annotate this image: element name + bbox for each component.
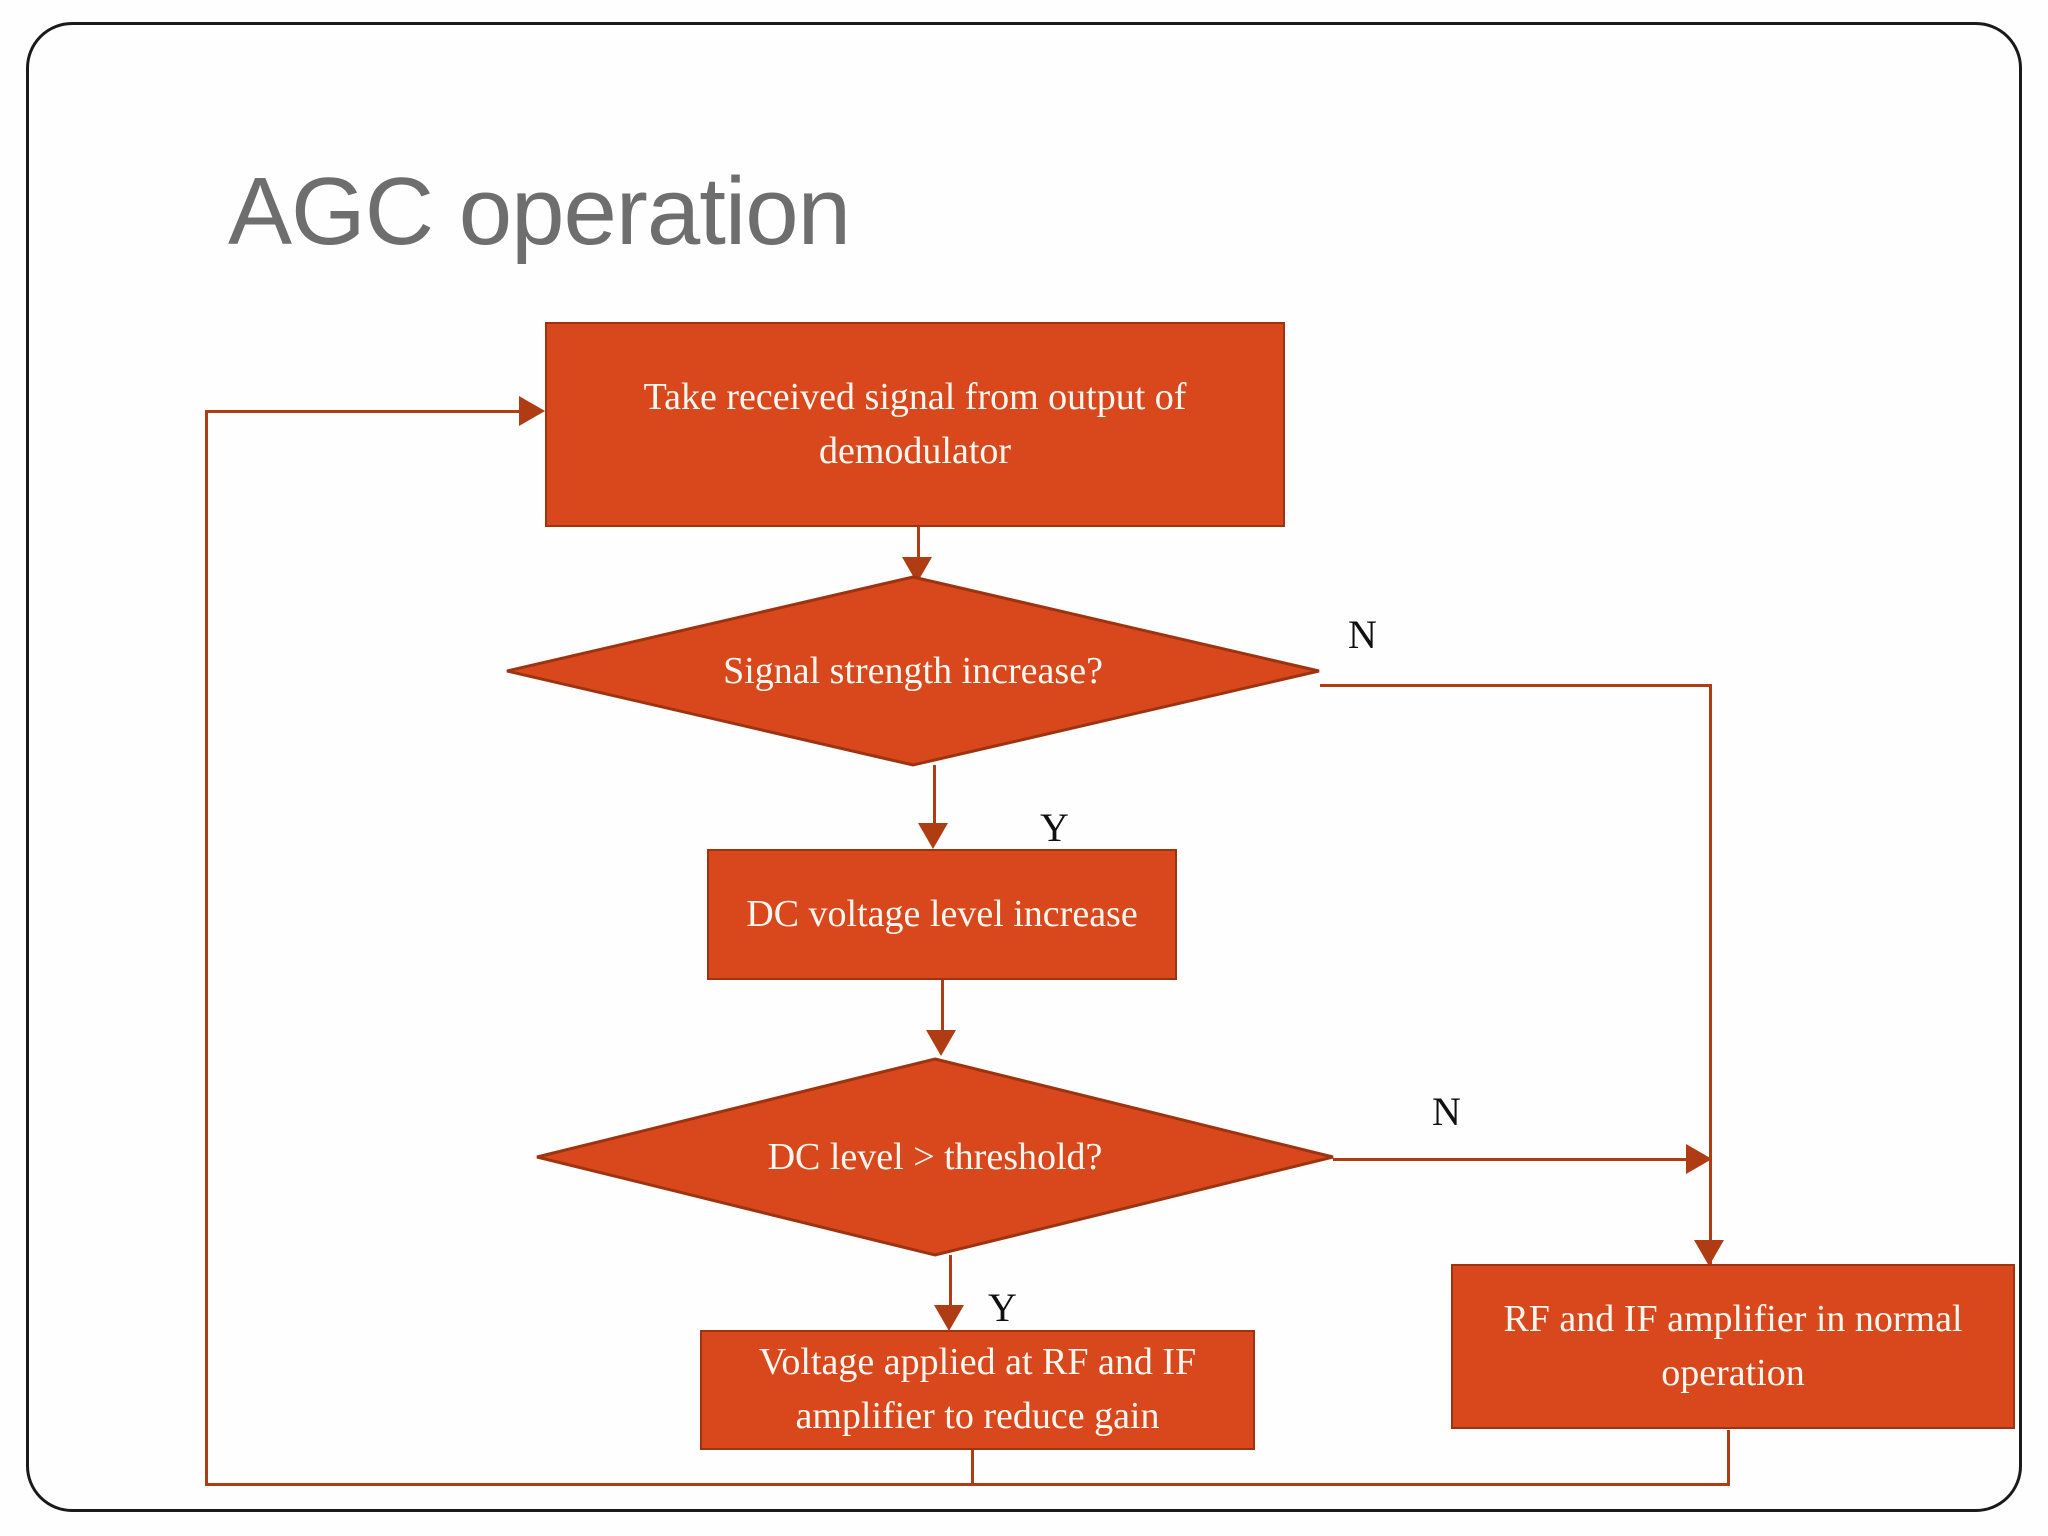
arrow-into-node5 [934,1305,964,1331]
branch-label-n4-yes: Y [988,1285,1017,1330]
diamond-shape-signal-strength [506,575,1320,767]
arrow-into-node4 [926,1030,956,1056]
connector-n2-n3 [933,765,936,831]
flow-decision-signal-strength-increase[interactable]: Signal strength increase? [505,575,1321,767]
connector-n6-to-bottom-rail [1727,1430,1730,1485]
connector-feedback-top-horizontal [205,410,523,413]
diamond-shape-dc-threshold [536,1057,1334,1257]
connector-right-rail-vertical [1709,684,1712,1264]
flow-node-take-received-signal[interactable]: Take received signal from output of demo… [545,322,1285,527]
arrow-into-node3 [918,823,948,849]
connector-n2-no-horizontal [1320,684,1712,687]
flow-node-rf-if-normal-operation[interactable]: RF and IF amplifier in normal operation [1451,1264,2015,1429]
flow-decision-dc-level-threshold[interactable]: DC level > threshold? [535,1057,1335,1257]
branch-label-n2-no: N [1348,612,1377,657]
connector-n4-n5 [949,1255,952,1313]
connector-n3-n4 [941,980,944,1040]
connector-n4-no-horizontal [1333,1158,1693,1161]
connector-n1-n2 [917,527,920,567]
arrow-n4-no-into-rail [1686,1144,1712,1174]
connector-n5-to-bottom-rail [971,1447,974,1485]
flow-node-dc-voltage-level-increase[interactable]: DC voltage level increase [707,849,1177,980]
branch-label-n2-yes: Y [1040,805,1069,850]
page-title: AGC operation [228,158,851,265]
flow-node-voltage-applied-reduce-gain[interactable]: Voltage applied at RF and IF amplifier t… [700,1330,1255,1450]
connector-feedback-left-vertical [205,410,208,1485]
arrow-into-node1 [519,396,545,426]
connector-feedback-bottom-horizontal [205,1483,1730,1486]
branch-label-n4-no: N [1432,1089,1461,1134]
arrow-into-node6 [1694,1240,1724,1266]
